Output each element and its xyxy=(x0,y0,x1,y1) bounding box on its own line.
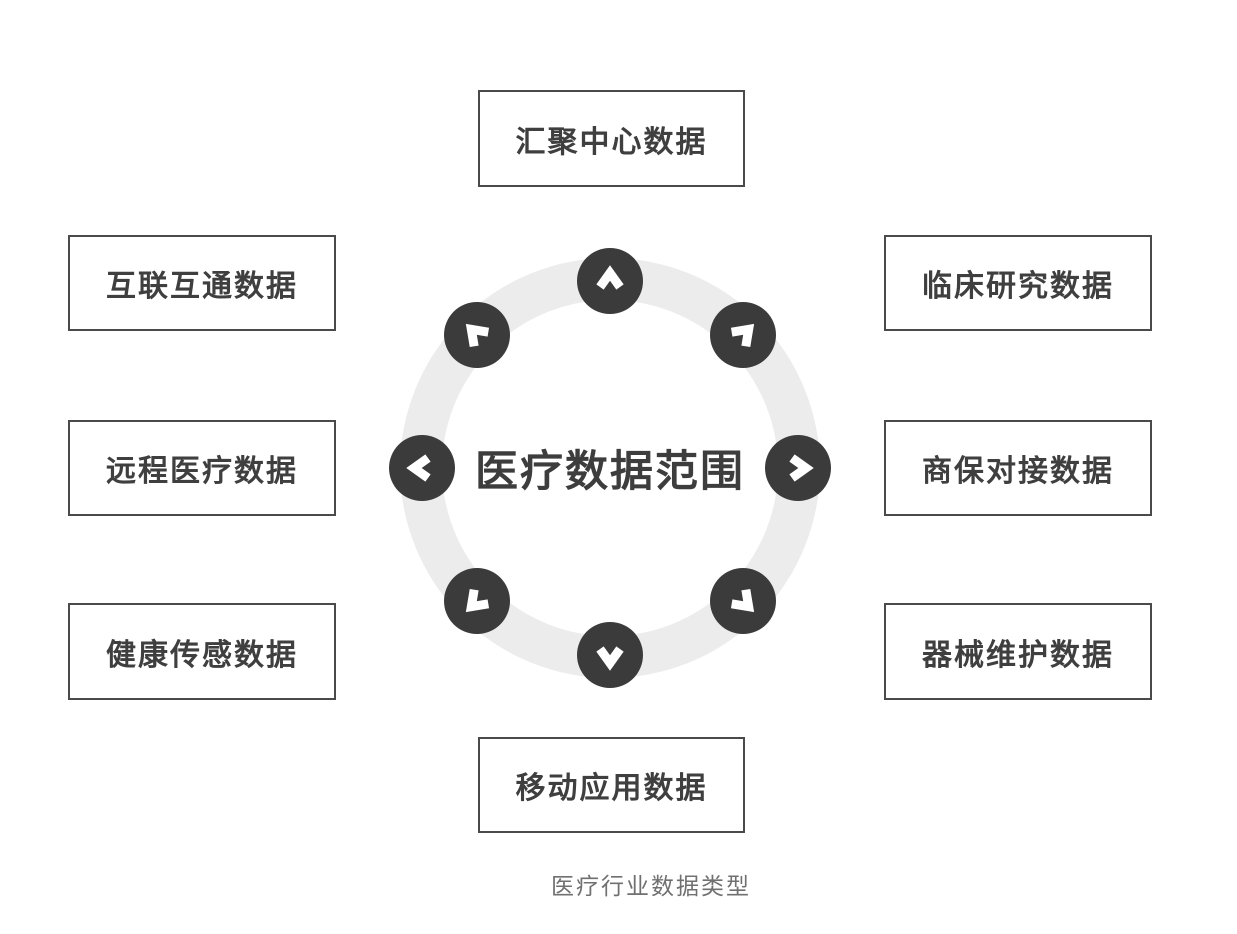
node-label: 器械维护数据 xyxy=(922,638,1114,672)
node-label: 临床研究数据 xyxy=(922,270,1114,303)
node-box-telemedicine: 远程医疗数据 xyxy=(68,420,336,516)
node-label: 健康传感数据 xyxy=(106,638,298,672)
arrow-badge-up-left xyxy=(444,302,510,368)
arrow-badge-down-right xyxy=(710,568,776,634)
arrow-badge-down xyxy=(577,622,643,688)
node-label: 商保对接数据 xyxy=(922,455,1114,488)
chevron-up-icon xyxy=(590,261,630,301)
arrow-badge-left xyxy=(389,435,455,501)
chevron-down-right-icon xyxy=(723,581,763,621)
arrow-badge-down-left xyxy=(444,568,510,634)
arrow-badge-up xyxy=(577,248,643,314)
node-box-mobile-app: 移动应用数据 xyxy=(478,737,745,833)
chevron-down-icon xyxy=(590,635,630,675)
arrow-badge-right xyxy=(765,435,831,501)
chevron-up-right-icon xyxy=(723,315,763,355)
chevron-down-left-icon xyxy=(457,581,497,621)
chevron-up-left-icon xyxy=(457,315,497,355)
node-label: 远程医疗数据 xyxy=(106,455,298,488)
diagram-caption: 医疗行业数据类型 xyxy=(551,873,751,899)
chevron-right-icon xyxy=(778,448,818,488)
node-box-device-maintenance: 器械维护数据 xyxy=(884,603,1152,700)
node-label: 汇聚中心数据 xyxy=(515,125,708,159)
node-box-insurance-link: 商保对接数据 xyxy=(884,420,1152,516)
node-box-interconnect: 互联互通数据 xyxy=(68,235,336,331)
node-box-clinical-research: 临床研究数据 xyxy=(884,235,1152,331)
node-box-hub-center: 汇聚中心数据 xyxy=(478,90,745,187)
chevron-left-icon xyxy=(402,448,442,488)
node-label: 互联互通数据 xyxy=(106,270,298,303)
node-label: 移动应用数据 xyxy=(515,772,708,805)
center-title: 医疗数据范围 xyxy=(475,448,745,496)
arrow-badge-up-right xyxy=(710,302,776,368)
node-box-health-sensing: 健康传感数据 xyxy=(68,603,336,700)
